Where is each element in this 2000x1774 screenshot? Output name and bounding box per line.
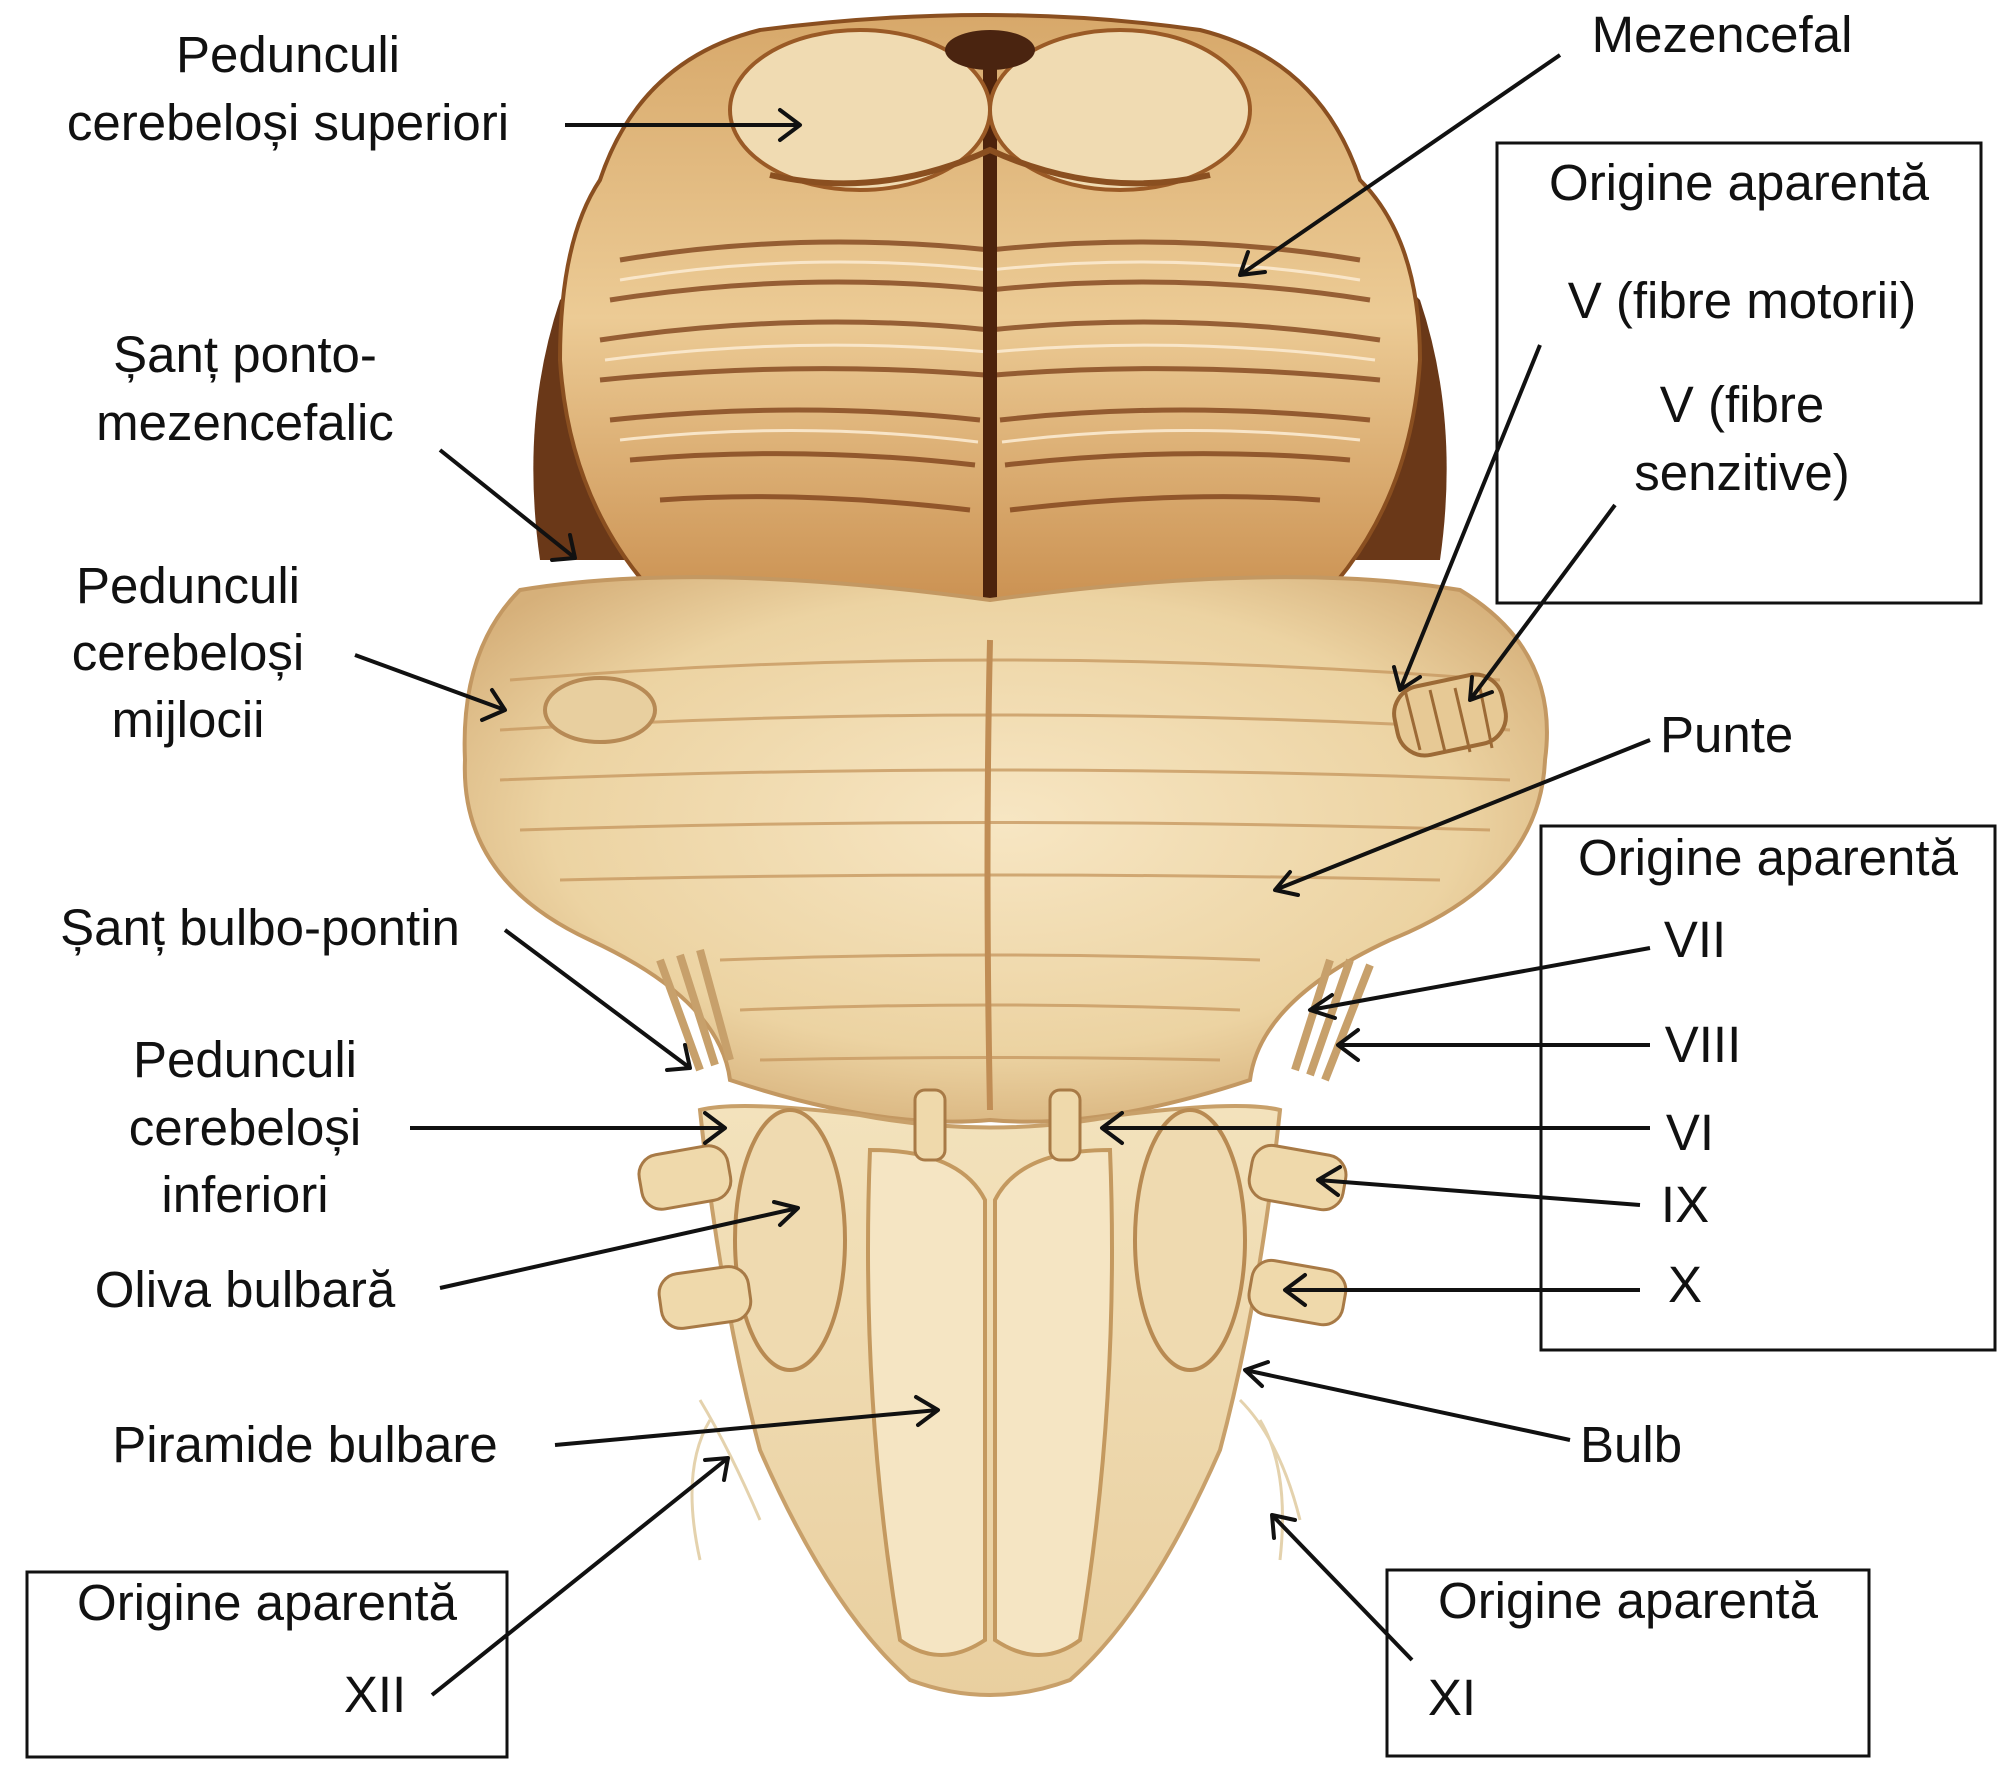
trigeminal-roots xyxy=(543,672,1508,758)
arrow-superior-peduncles xyxy=(565,108,802,142)
nerve-ix-label: IX xyxy=(1661,1176,1709,1233)
box-trigeminal-title: Origine aparentă xyxy=(1549,154,1930,211)
nerve-vi-label: VI xyxy=(1666,1104,1714,1161)
peduncle-notch xyxy=(769,146,1211,187)
midbrain-fibers-light xyxy=(604,260,1376,444)
pons-shape xyxy=(462,575,1549,1124)
arrow-trigeminal-motor xyxy=(1392,344,1542,692)
brainstem-illustration xyxy=(462,13,1549,1697)
arrow-middle-peduncles xyxy=(354,653,507,722)
box-trigeminal-motor: V (fibre motorii) xyxy=(1568,272,1917,329)
box-trigeminal-sensory-line1: V (fibre xyxy=(1660,376,1824,433)
arrow-mesencephalon xyxy=(1238,53,1562,277)
label-olive: Oliva bulbară xyxy=(95,1261,396,1318)
label-sulcus-ponto-mes-line1: Șanț ponto- xyxy=(113,326,377,383)
olive-right xyxy=(1133,1108,1247,1372)
arrow-olive xyxy=(439,1200,800,1290)
nerve-viii-label: VIII xyxy=(1665,1016,1742,1073)
box-hypoglossal-title: Origine aparentă xyxy=(77,1574,458,1631)
labels: Pedunculi cerebeloși superiori Mezencefa… xyxy=(60,6,1852,1473)
arrow-inferior-peduncles xyxy=(410,1111,727,1145)
nerve-x-label: X xyxy=(1668,1256,1702,1313)
arrow-sulcus-bulbo-pontine xyxy=(503,928,692,1072)
arrow-nerve-vi xyxy=(1100,1111,1650,1145)
label-middle-peduncles-line2: cerebeloși xyxy=(72,624,304,681)
box-accessory: Origine aparentă XI xyxy=(1385,1568,1871,1758)
box-pontine-title: Origine aparentă xyxy=(1578,829,1959,886)
pons-midline xyxy=(984,639,993,1111)
label-inferior-peduncles-line2: cerebeloși xyxy=(129,1099,361,1156)
nerve-xii-label: XII xyxy=(344,1666,406,1723)
label-middle-peduncles-line3: mijlocii xyxy=(112,691,265,748)
box-trigeminal-sensory-line2: senzitive) xyxy=(1634,444,1849,501)
arrow-nerve-xii xyxy=(430,1456,730,1697)
arrow-medulla xyxy=(1243,1360,1571,1442)
cranial-nerve-roots xyxy=(637,948,1374,1330)
label-pons: Punte xyxy=(1660,706,1793,763)
label-sulcus-bulbo-pontine: Șanț bulbo-pontin xyxy=(60,899,460,956)
nerve-xi-label: XI xyxy=(1428,1669,1476,1726)
nerve-vii-label: VII xyxy=(1664,911,1726,968)
superior-peduncle-right xyxy=(988,28,1252,192)
label-superior-peduncles-line2: cerebeloși superiori xyxy=(67,94,509,151)
label-sulcus-ponto-mes-line2: mezencefalic xyxy=(96,394,394,451)
arrow-pons xyxy=(1273,738,1651,897)
label-pyramids: Piramide bulbare xyxy=(112,1416,498,1473)
arrows xyxy=(354,53,1651,1697)
arrow-nerve-xi xyxy=(1270,1513,1414,1662)
label-inferior-peduncles-line1: Pedunculi xyxy=(133,1031,357,1088)
aqueduct xyxy=(945,30,1035,70)
pyramid-right xyxy=(993,1147,1114,1657)
label-superior-peduncles-line1: Pedunculi xyxy=(176,26,400,83)
label-mesencephalon: Mezencefal xyxy=(1592,6,1853,63)
box-pontine-nerves: Origine aparentă VII VIII VI IX X xyxy=(1539,824,1997,1352)
pons-fibers xyxy=(499,658,1511,1062)
label-middle-peduncles-line1: Pedunculi xyxy=(76,557,300,614)
box-hypoglossal: Origine aparentă XII xyxy=(25,1570,509,1759)
box-trigeminal: Origine aparentă V (fibre motorii) V (fi… xyxy=(1495,141,1983,605)
box-accessory-title: Origine aparentă xyxy=(1438,1572,1819,1629)
label-inferior-peduncles-line3: inferiori xyxy=(161,1166,328,1223)
midbrain-fibers xyxy=(599,239,1381,513)
arrow-nerve-x xyxy=(1283,1273,1640,1307)
arrow-nerve-ix xyxy=(1316,1165,1641,1207)
arrow-pyramids xyxy=(554,1395,940,1447)
olive-left xyxy=(733,1108,847,1372)
label-medulla: Bulb xyxy=(1580,1416,1682,1473)
arrow-sulcus-ponto-mes xyxy=(438,448,577,562)
arrow-nerve-vii xyxy=(1308,946,1651,1020)
arrow-nerve-viii xyxy=(1336,1028,1650,1062)
